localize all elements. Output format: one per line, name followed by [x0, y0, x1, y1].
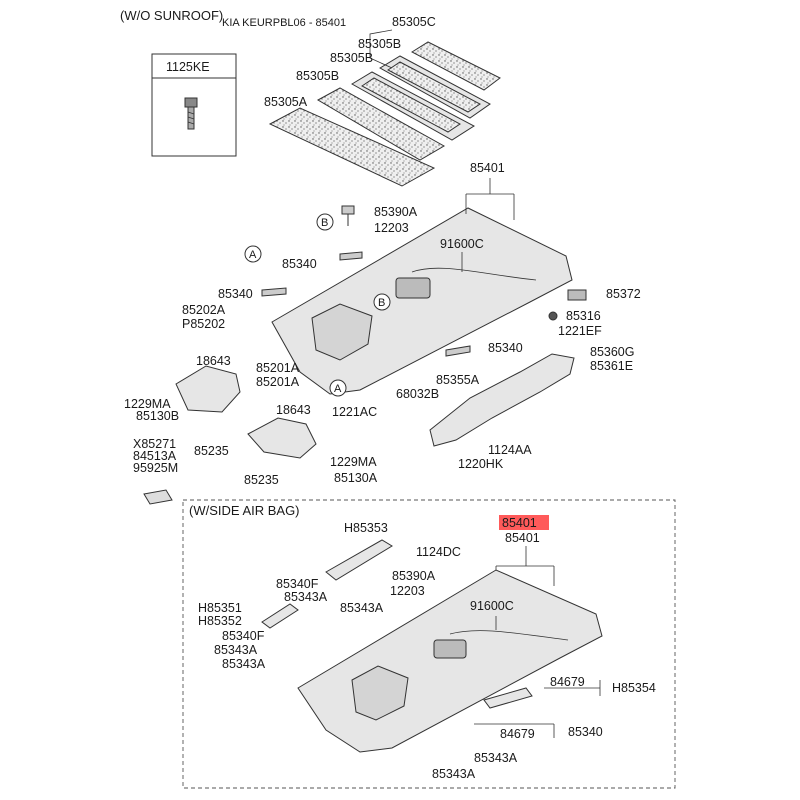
label-85305B-2: 85305B	[330, 51, 373, 65]
pad-85305B-3	[316, 87, 446, 161]
callout-A1: A	[244, 245, 262, 263]
label-85372: 85372	[606, 287, 641, 301]
airbag-label-84679-b: 84679	[500, 727, 535, 741]
label-68032B: 68032B	[396, 387, 439, 401]
label-85202A: 85202A	[182, 303, 226, 317]
label-95925M: 95925M	[133, 461, 178, 475]
pad-85305C	[410, 41, 501, 91]
catalog-reference: KIA KEURPBL06 - 85401	[222, 17, 346, 29]
bolt-icon	[184, 97, 198, 130]
airbag-label-1124DC: 1124DC	[416, 545, 461, 559]
airbag-label-H85353: H85353	[344, 521, 388, 535]
label-85401: 85401	[470, 161, 505, 175]
airbag-label-85343A-a: 85343A	[284, 590, 328, 604]
label-1124AA: 1124AA	[488, 443, 532, 457]
airbag-label-85340F-a: 85340F	[276, 577, 319, 591]
handle-85340-b	[261, 287, 287, 297]
handle-85340-a	[339, 251, 363, 261]
label-12203: 12203	[374, 221, 409, 235]
airbag-rail-H85353	[325, 539, 393, 581]
label-1220HK: 1220HK	[458, 457, 504, 471]
airbag-rail-H85351	[261, 603, 299, 629]
label-85316: 85316	[566, 309, 601, 323]
label-91600C: 91600C	[440, 237, 484, 251]
airbag-label-85343A-c: 85343A	[214, 643, 258, 657]
airbag-label-H85354: H85354	[612, 681, 656, 695]
airbag-label-H85352: H85352	[198, 614, 242, 628]
label-1221EF: 1221EF	[558, 324, 602, 338]
label-85201A-2: 85201A	[256, 375, 300, 389]
airbag-label-85343A-b: 85343A	[340, 601, 384, 615]
airbag-section-title: (W/SIDE AIR BAG)	[189, 503, 300, 518]
airbag-label-91600C: 91600C	[470, 599, 514, 613]
airbag-label-85340F-b: 85340F	[222, 629, 265, 643]
svg-text:A: A	[334, 383, 342, 395]
airbag-label-85340: 85340	[568, 725, 603, 739]
label-84513A: 84513A	[133, 449, 177, 463]
label-P85202: P85202	[182, 317, 225, 331]
callout-A2: A	[329, 379, 347, 397]
label-18643-a: 18643	[196, 354, 231, 368]
label-85360G: 85360G	[590, 345, 634, 359]
airbag-label-85343A-f: 85343A	[432, 767, 476, 781]
callout-B1: B	[316, 213, 334, 231]
airbag-label-12203: 12203	[390, 584, 425, 598]
label-85305B-3: 85305B	[296, 69, 339, 83]
sun-visor-right	[247, 417, 317, 459]
airbag-label-84679-a: 84679	[550, 675, 585, 689]
label-1229MA-b: 1229MA	[330, 455, 377, 469]
label-85130B: 85130B	[136, 409, 179, 423]
label-85305C: 85305C	[392, 15, 436, 29]
clip-85390A	[341, 205, 355, 226]
side-trim-85360G	[429, 353, 575, 447]
pad-85305B-2	[351, 71, 475, 141]
label-85201A-1: 85201A	[256, 361, 300, 375]
variant-title-no-sunroof: (W/O SUNROOF)	[120, 8, 223, 23]
label-85355A: 85355A	[436, 373, 480, 387]
label-85340-a: 85340	[282, 257, 317, 271]
airbag-section-box	[182, 499, 676, 789]
legend-box-1125KE: 1125KE	[151, 53, 237, 157]
airbag-label-85401: 85401	[505, 531, 540, 545]
lamp-85372	[567, 289, 587, 301]
clip-85316	[548, 311, 558, 321]
airbag-label-85343A-d: 85343A	[222, 657, 266, 671]
airbag-label-H85351: H85351	[198, 601, 242, 615]
airbag-label-85390A: 85390A	[392, 569, 436, 583]
airbag-bracket-84679	[483, 687, 533, 709]
label-85235-b: 85235	[244, 473, 279, 487]
label-85390A: 85390A	[374, 205, 418, 219]
label-plate-icon	[143, 489, 173, 505]
label-85235-a: 85235	[194, 444, 229, 458]
label-85305A: 85305A	[264, 95, 308, 109]
sun-visor-left	[175, 365, 241, 413]
svg-text:A: A	[249, 249, 257, 261]
label-1229MA-a: 1229MA	[124, 397, 171, 411]
svg-text:B: B	[378, 297, 385, 309]
handle-85340-c	[445, 345, 471, 357]
highlighted-part-number: 85401	[499, 515, 549, 530]
svg-text:B: B	[321, 217, 328, 229]
label-18643-b: 18643	[276, 403, 311, 417]
label-1221AC: 1221AC	[332, 405, 377, 419]
label-85340-b: 85340	[218, 287, 253, 301]
label-85340-c: 85340	[488, 341, 523, 355]
svg-text:85401: 85401	[502, 516, 537, 530]
pad-85305A	[268, 107, 436, 187]
headliner-panel	[271, 207, 573, 395]
pad-85305B-1	[379, 55, 491, 119]
airbag-label-85343A-e: 85343A	[474, 751, 518, 765]
headliner-panel-airbag	[297, 569, 603, 753]
label-X85271: X85271	[133, 437, 176, 451]
label-85361E: 85361E	[590, 359, 633, 373]
callout-B2: B	[373, 293, 391, 311]
legend-box-label: 1125KE	[166, 60, 210, 74]
label-85305B-1: 85305B	[358, 37, 401, 51]
label-85130A: 85130A	[334, 471, 378, 485]
